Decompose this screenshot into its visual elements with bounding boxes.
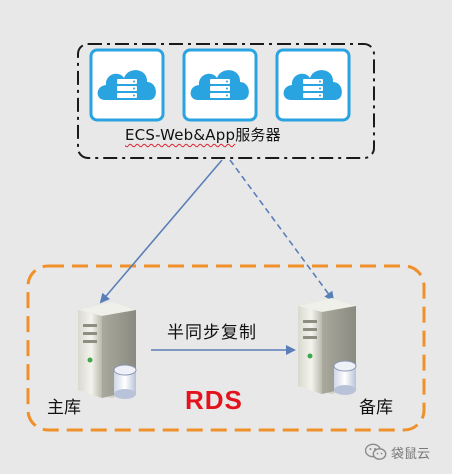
primary-db-label: 主库 (47, 398, 81, 418)
web-tier-group-border (77, 43, 375, 159)
rds-title: RDS (185, 385, 243, 415)
web-tier-label: ECS-Web&App服务器 (125, 124, 281, 145)
rds-group-border (26, 264, 426, 432)
web-to-primary-arrow (99, 159, 223, 304)
web-to-standby-arrow (229, 159, 335, 302)
web-tier-label-suffix: 服务器 (235, 126, 281, 144)
watermark-text: 袋鼠云 (391, 446, 431, 462)
database-cylinder-icon (113, 364, 137, 399)
primary-db-server-icon (78, 302, 137, 399)
watermark: 袋鼠云 (365, 442, 430, 462)
cloud-server-icon (89, 48, 165, 122)
wechat-icon (365, 443, 387, 460)
cloud-server-icon (182, 48, 258, 122)
database-cylinder-icon (333, 360, 357, 395)
web-tier-label-prefix: ECS-Web&App (125, 126, 236, 144)
cloud-server-icon (275, 48, 351, 122)
standby-db-server-icon (298, 298, 357, 395)
replication-label: 半同步复制 (167, 323, 257, 343)
standby-db-label: 备库 (359, 398, 393, 418)
